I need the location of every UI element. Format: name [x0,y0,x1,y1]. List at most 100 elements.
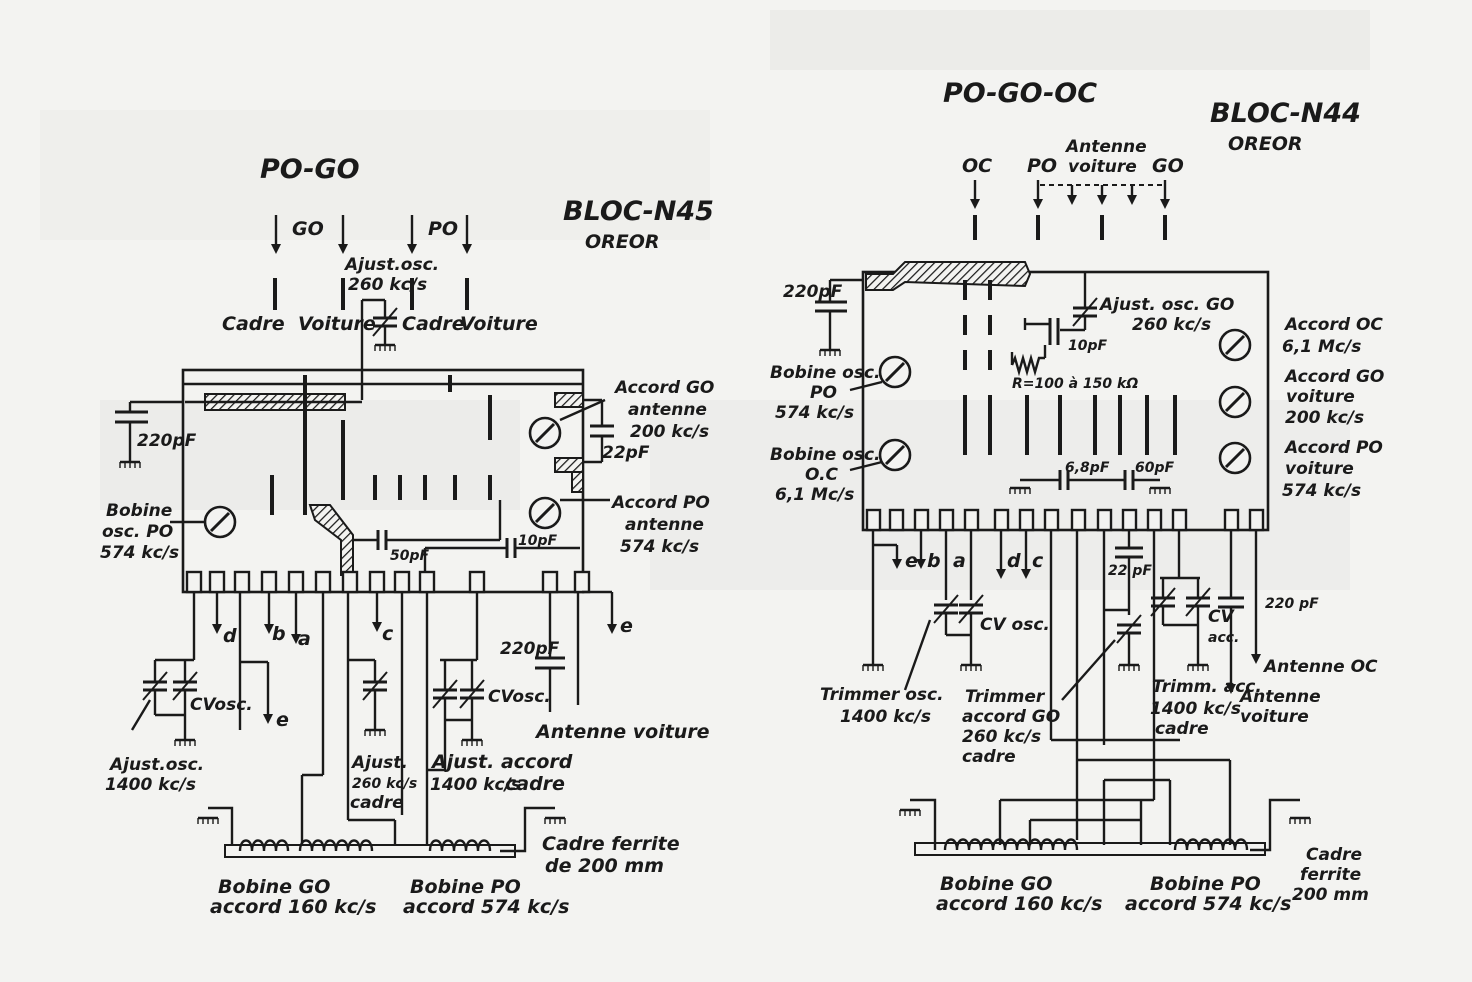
left-ajust-accord-3: cadre [505,773,565,795]
left-pin-row [185,570,591,594]
right-cap-68-label: 6,8pF [1065,460,1110,476]
right-switch-contacts [963,280,1177,455]
right-switch-bar [865,261,1032,291]
right-cap-220-oc-label: 220 pF [1265,596,1319,612]
right-out-d: d [1007,550,1021,572]
right-internal-caps [1008,470,1172,496]
left-antenne-voiture-cap [535,592,580,712]
left-accord-po-trimmer [528,496,562,530]
left-out-a: a [298,628,311,650]
left-accord-po-3: 574 kc/s [620,537,699,557]
left-schematic: PO-GO GO PO BLOC-N45 OREOR Ajust.osc. 26… [100,154,714,918]
left-output-leads [212,590,617,730]
left-cv-osc-1: CVosc. [190,695,253,715]
right-input-arrows [970,180,1170,240]
right-cap-220-component [815,278,863,358]
right-ajust-osc-go-capacitor [1010,272,1099,377]
left-bobine-osc-1: Bobine [106,501,172,521]
left-accord-go-1: Accord GO [613,378,714,398]
left-cadre-ferrite-2: de 200 mm [545,855,664,877]
left-out-c: c [382,623,394,645]
left-accord-go-3: 200 kc/s [630,422,709,442]
left-ajust-260-2: 260 kc/s [352,776,417,792]
right-cv-osc-label: CV osc. [980,615,1050,635]
right-trimm-acc-2: 1400 kc/s [1150,699,1241,719]
left-cadre-1: Cadre [222,313,285,335]
right-resistor-label: R=100 à 150 kΩ [1012,376,1138,392]
left-cap-220-label: 220pF [137,431,197,451]
right-accord-go-3: 200 kc/s [1285,408,1364,428]
right-ajust-osc-go-1: Ajust. osc. GO [1098,295,1234,315]
left-bobine-osc-2: osc. PO [102,522,173,542]
right-band-oc: OC [962,155,992,177]
right-bobine-osc-oc-trimmer [878,438,912,472]
right-bloc-housing [861,270,1270,532]
right-cadre-3: 200 mm [1292,885,1369,905]
right-trimmer-acc-3: 260 kc/s [962,727,1041,747]
left-bobine-go-1: Bobine GO [218,876,330,898]
right-out-e: e [905,550,918,572]
right-title: PO-GO-OC [943,78,1097,109]
right-accord-go-1: Accord GO [1283,367,1384,387]
right-bobine-osc-oc-1: Bobine osc. [770,445,881,465]
right-out-c: c [1032,550,1044,572]
right-trimm-acc-1: Trimm. acc. [1152,677,1262,697]
right-band-po: PO [1027,155,1057,177]
left-bobine-po-2: accord 574 kc/s [403,896,569,918]
left-bobine-go-2: accord 160 kc/s [210,896,376,918]
left-cap-220-component [115,400,183,470]
left-accord-po-1: Accord PO [610,493,710,513]
left-switch-contacts [270,375,492,515]
right-accord-po-3: 574 kc/s [1282,481,1361,501]
left-out-e2: e [276,709,289,731]
right-out-b: b [927,550,941,572]
right-trimmer-osc-1: Trimmer osc. [820,685,944,705]
left-cap-220-ant-label: 220pF [500,639,560,659]
right-accord-oc-2: 6,1 Mc/s [1282,337,1361,357]
left-bloc-label: BLOC-N45 [563,196,714,227]
left-ferrite-rod-coils [196,806,567,858]
right-out-a: a [953,550,966,572]
left-bobine-osc-3: 574 kc/s [100,543,179,563]
right-bobine-po-2: accord 574 kc/s [1125,893,1291,915]
left-accord-go-trimmer [528,416,562,450]
right-cap-60-label: 60pF [1135,460,1175,476]
right-accord-po-1: Accord PO [1283,438,1383,458]
right-antenne-1: Antenne [1064,137,1147,157]
right-accord-po-trimmer [1218,441,1252,475]
left-out-d: d [223,625,237,647]
left-maker-label: OREOR [585,231,660,253]
right-ajust-osc-go-2: 260 kc/s [1132,315,1211,335]
right-accord-go-2: voiture [1286,387,1355,407]
left-cap-22-label: 22pF [602,443,650,463]
left-band-go: GO [292,218,324,240]
left-bobine-osc-trimmer [203,505,237,539]
right-maker-label: OREOR [1228,133,1303,155]
right-cv-acc-1: CV [1208,607,1235,627]
left-slider [308,504,354,576]
left-cv-osc-pair [130,592,199,748]
left-ajust-osc-top-2: 260 kc/s [348,275,427,295]
right-accord-oc-1: Accord OC [1283,315,1383,335]
right-bobine-osc-oc-3: 6,1 Mc/s [775,485,854,505]
left-cap-50-label: 50pF [390,548,430,564]
right-bobine-go-1: Bobine GO [940,873,1052,895]
left-cadre-ferrite-1: Cadre ferrite [542,833,680,855]
left-accord-po-2: antenne [625,515,704,535]
left-title: PO-GO [260,154,360,185]
left-coil-feeds [300,592,486,845]
left-internal-caps [353,500,580,572]
left-ajust-accord-1: Ajust. accord [430,751,573,773]
left-cap-22-component [583,398,614,464]
right-accord-po-2: voiture [1285,459,1354,479]
right-cv-acc-2: acc. [1208,630,1239,646]
left-ajust-260-3: cadre [350,793,404,813]
right-antenne-oc: Antenne OC [1262,657,1378,677]
right-output-leads [861,530,1261,845]
right-antenne-voiture-1: Antenne [1238,687,1321,707]
right-accord-oc-trimmer [1218,328,1252,362]
left-bobine-po-1: Bobine PO [410,876,521,898]
left-cadre-2: Cadre [402,313,465,335]
